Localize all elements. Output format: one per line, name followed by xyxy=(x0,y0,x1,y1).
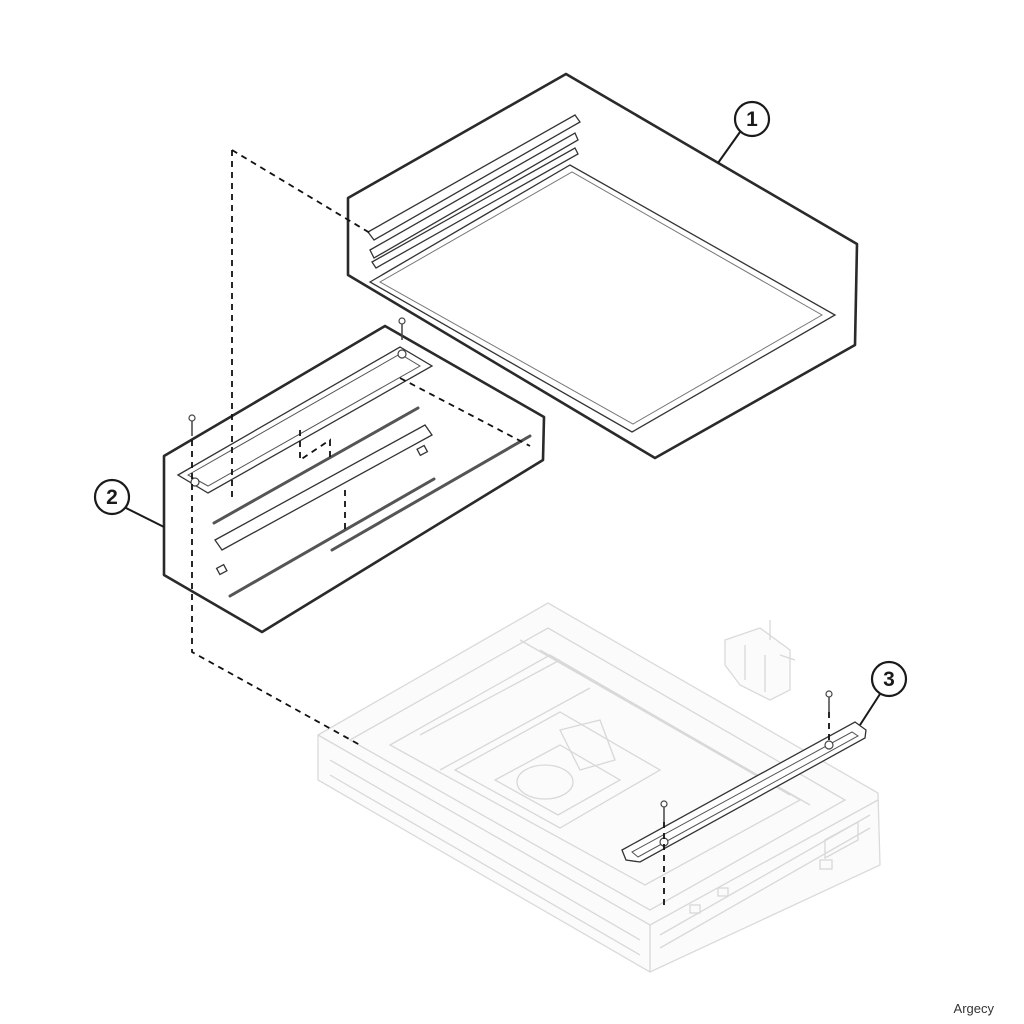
callout-2-label: 2 xyxy=(106,486,118,509)
screw-icon xyxy=(825,690,833,712)
part-3-bracket-bar xyxy=(621,690,867,863)
assembly-leader-lines xyxy=(191,149,830,905)
watermark-text: Argecy xyxy=(953,1001,994,1016)
screw-icon xyxy=(398,317,406,340)
screw-icon xyxy=(188,414,196,436)
callout-2: 2 xyxy=(93,478,165,528)
part-1-scanner-glass-panel xyxy=(346,72,859,460)
callout-1-label: 1 xyxy=(746,108,758,131)
callout-3-label: 3 xyxy=(883,668,895,691)
callout-1: 1 xyxy=(717,100,771,164)
callout-3: 3 xyxy=(859,660,908,726)
screw-icon xyxy=(660,800,668,822)
scanner-base-assembly xyxy=(317,602,881,973)
part-2-glass-retainer-kit xyxy=(162,317,546,634)
